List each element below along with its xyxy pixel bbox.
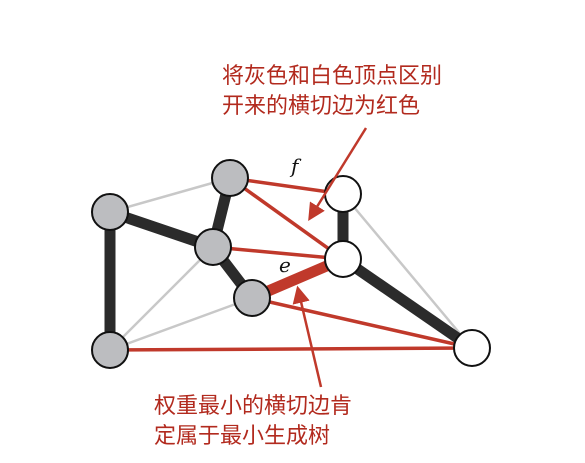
edge-label-f: f [289,154,302,178]
mst-note-line-1: 权重最小的横切边肯 [154,394,353,419]
edge-label-e: e [279,253,291,277]
edge-crossing-g3-w2 [211,245,345,261]
cut-note-line-2: 开来的横切边为红色 [222,94,421,119]
edge-other-g1-g2 [108,176,232,214]
edge-crossing-g5-w3 [250,296,474,350]
vertex-gray-g3 [194,228,232,266]
edges-layer [104,172,478,356]
vertex-gray-g5 [233,279,271,317]
mst-note-arrow [292,285,323,388]
annotation-arrows [292,127,368,388]
min-crossing-edge-annotation: 权重最小的横切边肯 定属于最小生成树 [154,392,352,452]
vertex-gray-g1 [91,193,129,231]
edge-crossing-g2-w2 [228,176,345,261]
edge-other-g4-g5 [108,296,254,352]
vertices-layer [91,159,491,369]
mst-note-line-2: 定属于最小生成树 [154,424,331,449]
edge-other-g3-g4 [108,245,215,352]
edge-crossing-g4-w3 [108,346,474,352]
cut-note-arrow [308,127,368,221]
cut-edges-annotation: 将灰色和白色顶点区别 开来的横切边为红色 [222,62,442,122]
vertex-white-w3 [453,329,491,367]
vertex-white-w1 [324,175,362,213]
vertex-gray-g4 [91,331,129,369]
edge-tree-w2-w3 [337,253,478,354]
vertex-white-w2 [324,240,362,278]
edge-crossing-g2-w1 [228,176,345,196]
edge-other-w1-w3 [341,192,474,350]
cut-note-line-1: 将灰色和白色顶点区别 [222,64,443,89]
vertex-gray-g2 [211,159,249,197]
